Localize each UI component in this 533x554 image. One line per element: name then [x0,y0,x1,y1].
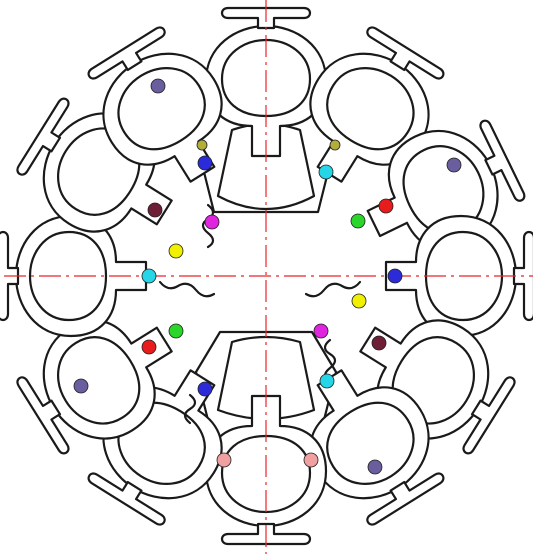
marker [147,202,163,218]
centerlines [4,0,533,554]
marker [168,243,184,259]
marker [196,139,208,151]
markers [73,78,462,475]
marker [378,198,394,214]
marker [197,381,213,397]
connectors [158,203,362,425]
marker [204,214,220,230]
marker [168,323,184,339]
marker [329,139,341,151]
marker [319,373,335,389]
marker [387,268,403,284]
hub [194,98,338,446]
marker [371,335,387,351]
marker [197,155,213,171]
marker [446,157,462,173]
marker [313,323,329,339]
marker [350,213,366,229]
marker [141,268,157,284]
marker [216,452,232,468]
marker [141,339,157,355]
marker [303,452,319,468]
marker [351,293,367,309]
marker [73,378,89,394]
marker [318,164,334,180]
marker [367,459,383,475]
marker [150,78,166,94]
